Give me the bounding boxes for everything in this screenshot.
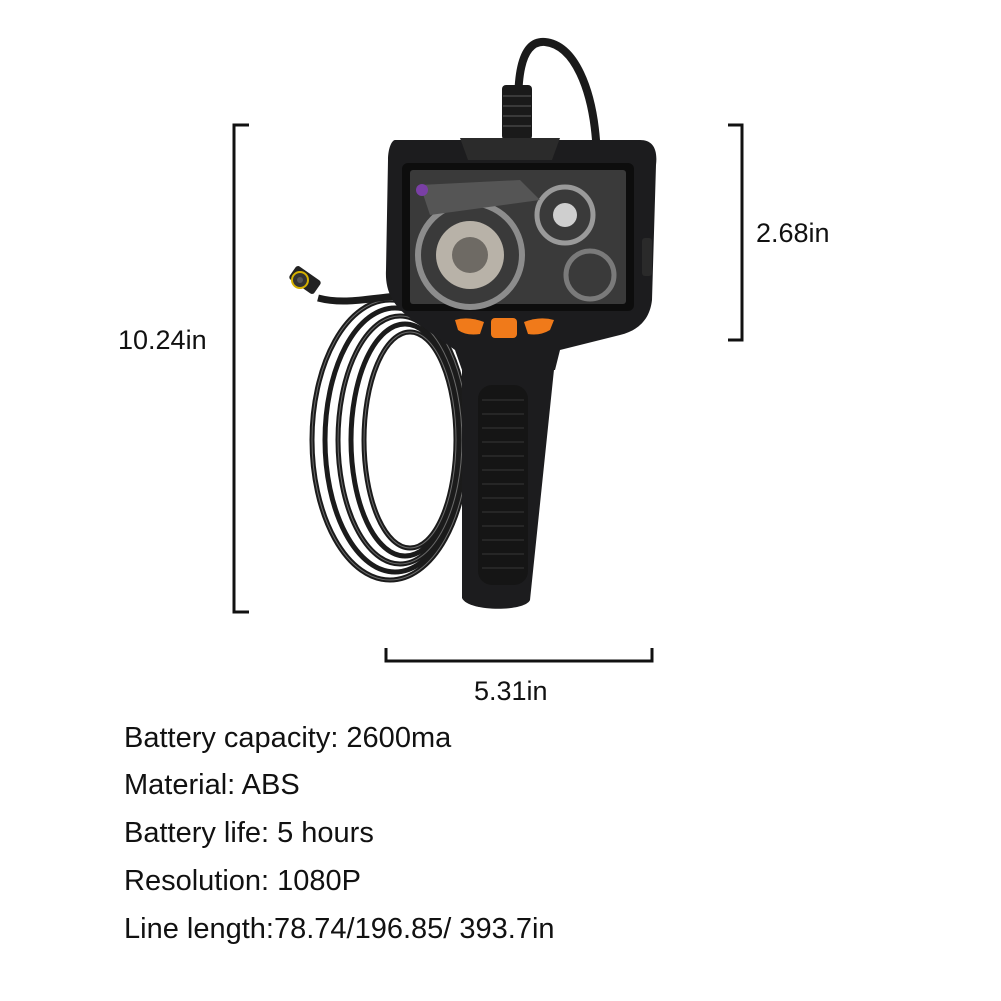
width-bracket (384, 648, 654, 663)
screen-dimension-label: 2.68in (756, 218, 830, 248)
spec-line-length: Line length:78.74/196.85/ 393.7in (124, 913, 555, 945)
height-dimension-label: 10.24in (118, 325, 207, 355)
side-switch (642, 238, 652, 276)
cable-strain-relief (502, 85, 532, 140)
button-center (491, 318, 517, 338)
button-right (524, 318, 554, 335)
height-bracket (232, 123, 249, 614)
spec-battery-life: Battery life: 5 hours (124, 817, 374, 849)
button-left (455, 318, 484, 335)
device-screen (402, 163, 634, 311)
spec-battery-capacity: Battery capacity: 2600ma (124, 722, 452, 754)
probe-camera-head (289, 266, 321, 294)
spec-resolution: Resolution: 1080P (124, 865, 361, 897)
probe-lead (317, 292, 399, 305)
width-dimension-label: 5.31in (474, 676, 548, 706)
control-buttons (455, 318, 554, 338)
screen-bracket (728, 123, 744, 342)
spec-material: Material: ABS (124, 769, 300, 801)
